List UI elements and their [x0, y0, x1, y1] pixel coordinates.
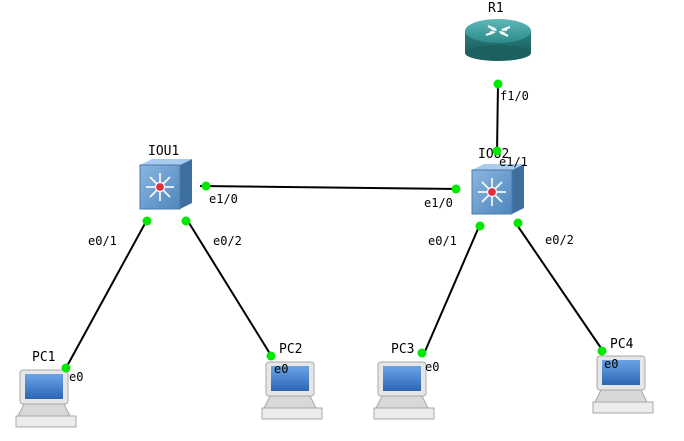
port-label-pc4-e0: e0	[604, 357, 618, 371]
port-dots	[61, 79, 607, 373]
port-dot-iou2-e1-1	[492, 146, 502, 156]
pc-pc2[interactable]: PC2	[261, 342, 323, 420]
port-dot-iou1-e0-2	[181, 216, 191, 226]
port-label-pc1-e0: e0	[69, 370, 83, 384]
multilayer-switch-icon	[471, 164, 524, 215]
pc-pc3-label: PC3	[391, 342, 414, 357]
pc-icon	[15, 369, 77, 428]
link-r1-iou2[interactable]	[496, 83, 499, 154]
pc-pc4[interactable]: PC4	[592, 337, 654, 414]
port-label-pc3-e0: e0	[425, 360, 439, 374]
port-label-iou2-e0-1: e0/1	[428, 234, 457, 248]
port-dot-iou2-e0-1	[475, 221, 485, 231]
port-dot-pc3-e0	[417, 348, 427, 358]
links	[65, 83, 604, 369]
port-label-iou1-e0-1: e0/1	[88, 234, 117, 248]
pc-pc4-label: PC4	[610, 337, 634, 352]
port-dot-iou2-e0-2	[513, 218, 523, 228]
link-iou1-pc1[interactable]	[65, 217, 149, 369]
switch-iou2[interactable]: IOU2	[471, 147, 524, 215]
port-dot-pc4-e0	[597, 346, 607, 356]
port-labels: f1/0 e1/1 e1/0 e1/0 e0/1 e0 e0/2 e0 e0/1…	[69, 89, 618, 384]
port-dot-pc1-e0	[61, 363, 71, 373]
port-label-iou2-e0-2: e0/2	[545, 233, 574, 247]
port-label-r1-f1-0: f1/0	[500, 89, 529, 103]
port-dot-iou1-e1-0	[201, 181, 211, 191]
port-dot-r1-f1-0	[493, 79, 503, 89]
port-label-iou2-e1-1: e1/1	[499, 155, 528, 169]
switch-iou1-label: IOU1	[148, 144, 179, 159]
pc-pc3[interactable]: PC3	[373, 342, 435, 420]
pc-icon	[261, 361, 323, 420]
port-label-iou1-e0-2: e0/2	[213, 234, 242, 248]
pc-icon	[592, 355, 654, 414]
router-r1[interactable]: R1	[465, 1, 531, 61]
router-icon	[465, 19, 531, 61]
port-dot-iou2-e1-0	[451, 184, 461, 194]
pc-pc1-label: PC1	[32, 350, 55, 365]
router-r1-label: R1	[488, 1, 504, 16]
pc-pc1[interactable]: PC1	[15, 350, 77, 428]
port-dot-iou1-e0-1	[142, 216, 152, 226]
port-dot-pc2-e0	[266, 351, 276, 361]
link-iou2-pc4[interactable]	[514, 221, 604, 352]
switch-iou1[interactable]: IOU1	[139, 144, 192, 210]
link-iou1-iou2[interactable]	[199, 185, 461, 190]
port-label-iou2-e1-0: e1/0	[424, 196, 453, 210]
link-iou1-pc2[interactable]	[185, 217, 273, 358]
multilayer-switch-icon	[139, 159, 192, 210]
pc-icon	[373, 361, 435, 420]
port-label-iou1-e1-0: e1/0	[209, 192, 238, 206]
pc-pc2-label: PC2	[279, 342, 302, 357]
link-iou2-pc3[interactable]	[422, 221, 482, 357]
port-label-pc2-e0: e0	[274, 362, 288, 376]
